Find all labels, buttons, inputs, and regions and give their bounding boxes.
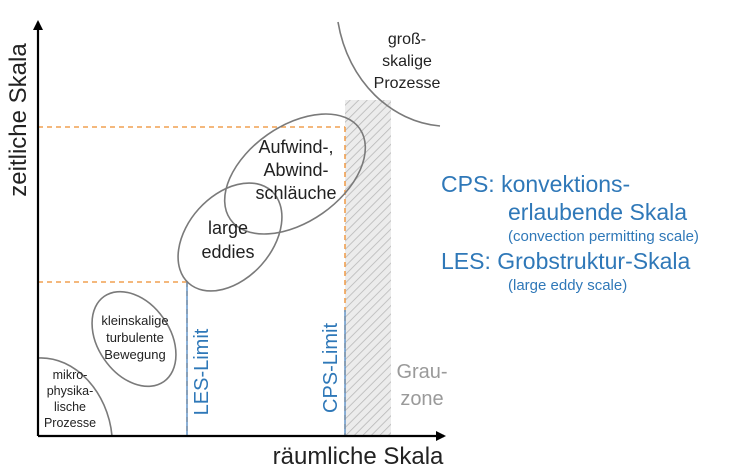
grauzone-label-line: Grau- bbox=[396, 361, 447, 383]
gross-label: groß- skalige Prozesse bbox=[374, 31, 441, 92]
legend-cps-line2: erlaubende Skala bbox=[508, 199, 687, 225]
large-eddies-label: large eddies bbox=[201, 218, 254, 262]
gross-label-line: skalige bbox=[382, 53, 432, 70]
legend-les-line: LES: Grobstruktur-Skala bbox=[441, 248, 690, 274]
aufwind-label-line: Aufwind-, bbox=[258, 137, 333, 157]
mikro-label-line: lische bbox=[54, 400, 86, 414]
aufwind-region bbox=[223, 113, 367, 235]
large-eddies-label-line: large bbox=[208, 218, 248, 238]
legend-les-sub: (large eddy scale) bbox=[508, 277, 627, 294]
klein-label-line: Bewegung bbox=[104, 347, 165, 362]
mikro-region bbox=[37, 357, 113, 437]
aufwind-label-line: schläuche bbox=[255, 183, 336, 203]
klein-label-line: turbulente bbox=[106, 330, 164, 345]
legend-cps-sub: (convection permitting scale) bbox=[508, 228, 699, 245]
cps-guide-lines bbox=[38, 126, 346, 436]
gross-region bbox=[337, 21, 441, 127]
y-axis-label: zeitliche Skala bbox=[5, 43, 32, 197]
gross-label-line: groß- bbox=[388, 31, 426, 48]
grauzone-label: Grau- zone bbox=[396, 361, 447, 410]
grauzone-hatch bbox=[345, 100, 391, 436]
mikro-label-line: mikro- bbox=[53, 368, 88, 382]
mikro-label: mikro- physika- lische Prozesse bbox=[44, 368, 96, 430]
klein-label-line: kleinskalige bbox=[101, 313, 168, 328]
legend: CPS: konvektions- erlaubende Skala (conv… bbox=[441, 171, 699, 294]
grauzone-label-line: zone bbox=[400, 388, 443, 410]
klein-label: kleinskalige turbulente Bewegung bbox=[101, 313, 168, 362]
cps-limit-label: CPS-Limit bbox=[320, 323, 342, 413]
large-eddies-region bbox=[177, 182, 283, 292]
legend-cps-line1: CPS: konvektions- bbox=[441, 171, 630, 197]
x-axis-label: räumliche Skala bbox=[273, 443, 444, 470]
gross-label-line: Prozesse bbox=[374, 75, 441, 92]
mikro-label-line: physika- bbox=[47, 384, 94, 398]
aufwind-label-line: Abwind- bbox=[263, 160, 328, 180]
les-limit-label: LES-Limit bbox=[191, 328, 213, 415]
large-eddies-label-line: eddies bbox=[201, 242, 254, 262]
klein-region bbox=[91, 290, 177, 388]
aufwind-label: Aufwind-, Abwind- schläuche bbox=[255, 137, 336, 203]
mikro-label-line: Prozesse bbox=[44, 416, 96, 430]
